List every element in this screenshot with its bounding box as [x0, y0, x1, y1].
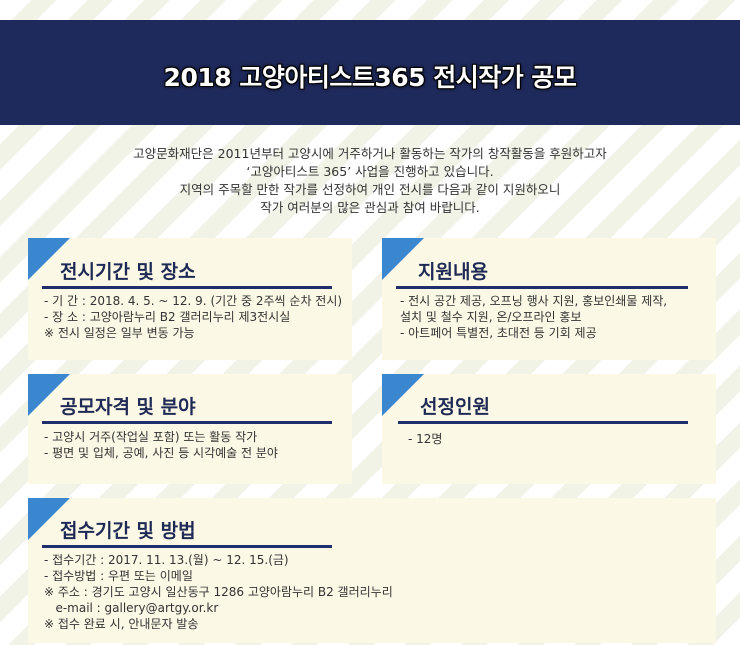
- detail-line: 설치 및 철수 지원, 온/오프라인 홍보: [400, 310, 582, 324]
- corner-triangle-icon: [382, 238, 424, 280]
- page-title: 2018 고양아티스트365 전시작가 공모: [163, 63, 577, 92]
- eligibility-card: 공모자격 및 분야 - 고양시 거주(작업실 포함) 또는 활동 작가 - 평면…: [28, 374, 352, 484]
- section-underline: [42, 421, 332, 424]
- intro-line: ‘고양아티스트 365’ 사업을 진행하고 있습니다.: [246, 164, 494, 179]
- section-body: - 전시 공간 제공, 오프닝 행사 지원, 홍보인쇄물 제작, 설치 및 철수…: [400, 293, 667, 341]
- section-title: 선정인원: [420, 396, 490, 418]
- corner-triangle-icon: [382, 374, 424, 416]
- detail-line: ※ 전시 일정은 일부 변동 가능: [44, 326, 195, 340]
- detail-line: - 아트페어 특별전, 초대전 등 기회 제공: [400, 326, 597, 340]
- detail-line: - 전시 공간 제공, 오프닝 행사 지원, 홍보인쇄물 제작,: [400, 294, 668, 308]
- corner-triangle-icon: [28, 374, 70, 416]
- corner-triangle-icon: [28, 238, 70, 280]
- section-underline: [396, 286, 688, 289]
- section-body: - 12명: [408, 431, 442, 447]
- title-banner: 2018 고양아티스트365 전시작가 공모: [0, 20, 740, 125]
- detail-line: - 평면 및 입체, 공예, 사진 등 시각예술 전 분야: [44, 446, 278, 460]
- section-title: 접수기간 및 방법: [60, 520, 196, 542]
- selection-card: 선정인원 - 12명: [382, 374, 716, 484]
- support-card: 지원내용 - 전시 공간 제공, 오프닝 행사 지원, 홍보인쇄물 제작, 설치…: [382, 238, 716, 360]
- intro-line: 고양문화재단은 2011년부터 고양시에 거주하거나 활동하는 작가의 창작활동…: [133, 146, 607, 161]
- intro-line: 작가 여러분의 많은 관심과 참여 바랍니다.: [260, 200, 480, 215]
- detail-line: e-mail : gallery@artgy.or.kr: [44, 601, 219, 615]
- section-underline: [42, 545, 332, 548]
- detail-line: ※ 주소 : 경기도 고양시 일산동구 1286 고양아람누리 B2 갤러리누리: [44, 585, 393, 599]
- section-body: - 접수기간 : 2017. 11. 13.(월) ~ 12. 15.(금) -…: [44, 552, 393, 632]
- detail-line: - 기 간 : 2018. 4. 5. ~ 12. 9. (기간 중 2주씩 순…: [44, 294, 343, 308]
- detail-line: - 고양시 거주(작업실 포함) 또는 활동 작가: [44, 430, 258, 444]
- application-card: 접수기간 및 방법 - 접수기간 : 2017. 11. 13.(월) ~ 12…: [28, 498, 716, 643]
- section-title: 공모자격 및 분야: [60, 396, 196, 418]
- section-title: 지원내용: [418, 261, 488, 283]
- detail-line: - 접수기간 : 2017. 11. 13.(월) ~ 12. 15.(금): [44, 553, 289, 567]
- detail-line: - 접수방법 : 우편 또는 이메일: [44, 569, 193, 583]
- exhibition-card: 전시기간 및 장소 - 기 간 : 2018. 4. 5. ~ 12. 9. (…: [28, 238, 352, 360]
- intro-line: 지역의 주목할 만한 작가를 선정하여 개인 전시를 다음과 같이 지원하오니: [179, 182, 561, 197]
- section-underline: [398, 421, 688, 424]
- intro-text: 고양문화재단은 2011년부터 고양시에 거주하거나 활동하는 작가의 창작활동…: [0, 145, 740, 217]
- section-body: - 고양시 거주(작업실 포함) 또는 활동 작가 - 평면 및 입체, 공예,…: [44, 429, 278, 461]
- detail-line: - 12명: [408, 432, 443, 446]
- detail-line: ※ 접수 완료 시, 안내문자 발송: [44, 617, 199, 631]
- section-title: 전시기간 및 장소: [60, 261, 196, 283]
- corner-triangle-icon: [28, 498, 70, 540]
- section-underline: [42, 286, 332, 289]
- detail-line: - 장 소 : 고양아람누리 B2 갤러리누리 제3전시실: [44, 310, 291, 324]
- section-body: - 기 간 : 2018. 4. 5. ~ 12. 9. (기간 중 2주씩 순…: [44, 293, 342, 341]
